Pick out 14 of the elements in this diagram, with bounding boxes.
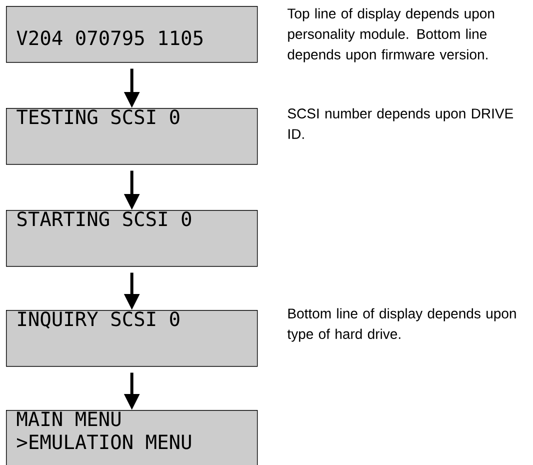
- display-text: STARTING SCSI 0: [18, 212, 192, 226]
- note-text: SCSI number depends upon DRIVE ID.: [288, 108, 514, 139]
- display-box: [6, 410, 258, 465]
- display-text: V204 070795 1105: [16, 30, 202, 46]
- display-text: >EMULATION MENU: [17, 434, 191, 450]
- display-text: MAIN MENU: [17, 412, 120, 426]
- display-text: INQUIRY SCSI 0: [18, 312, 180, 329]
- display-box: [6, 210, 258, 267]
- note-text: Top line of display depends upon personality module. Bottom line depends upon firmware version.: [288, 8, 494, 62]
- display-text: TESTING SCSI 0: [16, 110, 180, 124]
- display-box: [6, 108, 258, 165]
- display-box: [6, 310, 258, 367]
- note-text: Bottom line of display depends upon type of hard drive.: [287, 308, 516, 342]
- display-box: [6, 6, 258, 63]
